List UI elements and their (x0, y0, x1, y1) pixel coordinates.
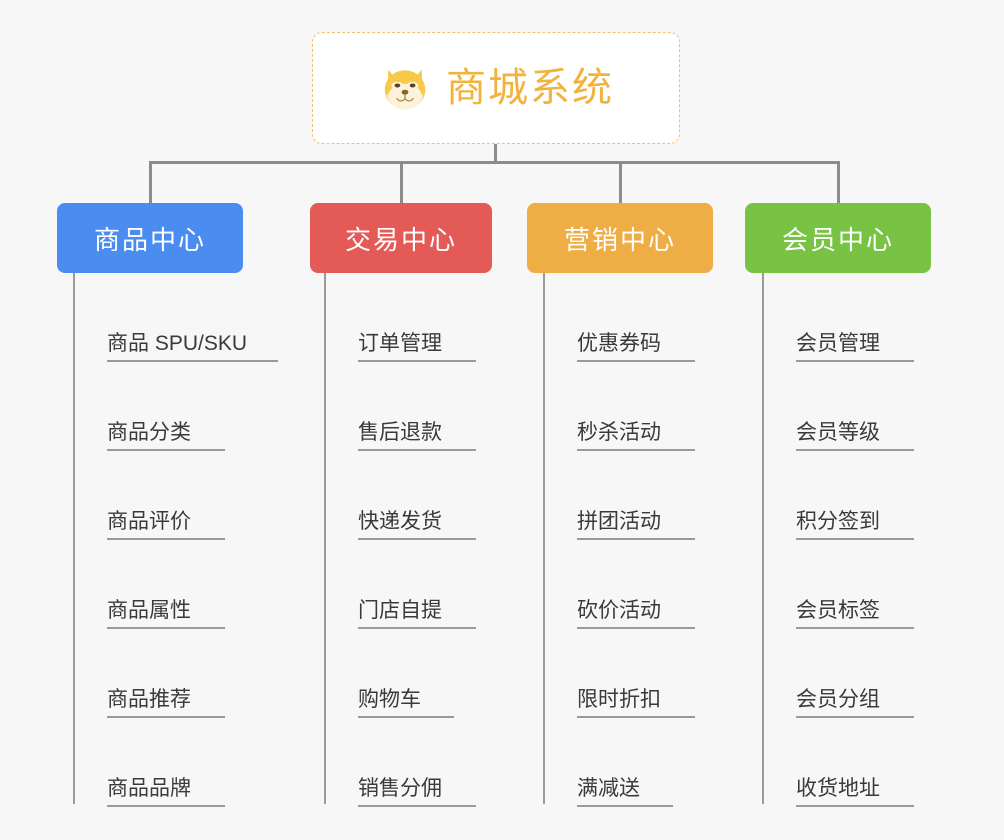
leaf-item[interactable]: 收货地址 (762, 718, 914, 807)
leaf-label: 商品属性 (107, 599, 225, 629)
category-box-4[interactable]: 会员中心 (745, 203, 931, 273)
leaf-item[interactable]: 会员管理 (762, 273, 914, 362)
category-label: 营销中心 (563, 224, 676, 255)
leaf-label: 积分签到 (796, 510, 914, 540)
branch-bus (150, 161, 838, 164)
leaf-item[interactable]: 会员分组 (762, 629, 914, 718)
root-node[interactable]: 商城系统 (312, 32, 680, 144)
leaf-label: 会员管理 (796, 332, 914, 362)
leaf-label: 商品评价 (107, 510, 225, 540)
leaf-item[interactable]: 销售分佣 (324, 718, 476, 807)
leaf-label: 购物车 (358, 688, 454, 718)
leaf-item[interactable]: 会员等级 (762, 362, 914, 451)
leaf-label: 销售分佣 (358, 777, 476, 807)
leaf-item[interactable]: 订单管理 (324, 273, 476, 362)
leaf-item[interactable]: 售后退款 (324, 362, 476, 451)
leaf-spine (543, 273, 545, 804)
category-box-2[interactable]: 交易中心 (310, 203, 492, 273)
category-label: 会员中心 (781, 224, 894, 255)
category-box-3[interactable]: 营销中心 (527, 203, 713, 273)
root-stem (494, 144, 497, 164)
leaf-label: 优惠券码 (577, 332, 695, 362)
leaf-label: 会员分组 (796, 688, 914, 718)
leaf-label: 商品分类 (107, 421, 225, 451)
leaf-label: 商品推荐 (107, 688, 225, 718)
leaf-column-2: 订单管理售后退款快递发货门店自提购物车销售分佣 (324, 273, 476, 807)
leaf-item[interactable]: 秒杀活动 (543, 362, 695, 451)
leaf-item[interactable]: 满减送 (543, 718, 695, 807)
leaf-item[interactable]: 门店自提 (324, 540, 476, 629)
branch-drop-0 (149, 161, 152, 203)
leaf-label: 会员标签 (796, 599, 914, 629)
leaf-item[interactable]: 优惠券码 (543, 273, 695, 362)
category-box-1[interactable]: 商品中心 (57, 203, 243, 273)
category-label: 商品中心 (93, 224, 206, 255)
leaf-label: 会员等级 (796, 421, 914, 451)
leaf-item[interactable]: 商品推荐 (73, 629, 278, 718)
leaf-item[interactable]: 商品品牌 (73, 718, 278, 807)
leaf-item[interactable]: 商品评价 (73, 451, 278, 540)
branch-drop-2 (619, 161, 622, 203)
leaf-item[interactable]: 拼团活动 (543, 451, 695, 540)
leaf-label: 满减送 (577, 777, 673, 807)
leaf-label: 限时折扣 (577, 688, 695, 718)
leaf-column-3: 优惠券码秒杀活动拼团活动砍价活动限时折扣满减送 (543, 273, 695, 807)
leaf-label: 拼团活动 (577, 510, 695, 540)
leaf-item[interactable]: 会员标签 (762, 540, 914, 629)
shiba-dog-icon (384, 69, 426, 110)
leaf-label: 商品 SPU/SKU (107, 332, 278, 362)
leaf-label: 门店自提 (358, 599, 476, 629)
root-title: 商城系统 (446, 66, 614, 110)
leaf-column-4: 会员管理会员等级积分签到会员标签会员分组收货地址 (762, 273, 914, 807)
leaf-label: 砍价活动 (577, 599, 695, 629)
branch-drop-1 (400, 161, 403, 203)
leaf-label: 秒杀活动 (577, 421, 695, 451)
leaf-item[interactable]: 商品分类 (73, 362, 278, 451)
leaf-spine (324, 273, 326, 804)
leaf-item[interactable]: 限时折扣 (543, 629, 695, 718)
branch-drop-3 (837, 161, 840, 203)
leaf-item[interactable]: 快递发货 (324, 451, 476, 540)
leaf-label: 商品品牌 (107, 777, 225, 807)
leaf-spine (73, 273, 75, 804)
leaf-item[interactable]: 商品属性 (73, 540, 278, 629)
leaf-label: 订单管理 (358, 332, 476, 362)
leaf-item[interactable]: 砍价活动 (543, 540, 695, 629)
leaf-item[interactable]: 购物车 (324, 629, 476, 718)
leaf-label: 快递发货 (358, 510, 476, 540)
leaf-label: 收货地址 (796, 777, 914, 807)
leaf-column-1: 商品 SPU/SKU 商品分类商品评价商品属性商品推荐商品品牌 (73, 273, 278, 807)
leaf-item[interactable]: 积分签到 (762, 451, 914, 540)
leaf-label: 售后退款 (358, 421, 476, 451)
category-label: 交易中心 (344, 224, 457, 255)
leaf-spine (762, 273, 764, 804)
leaf-item[interactable]: 商品 SPU/SKU (73, 273, 278, 362)
